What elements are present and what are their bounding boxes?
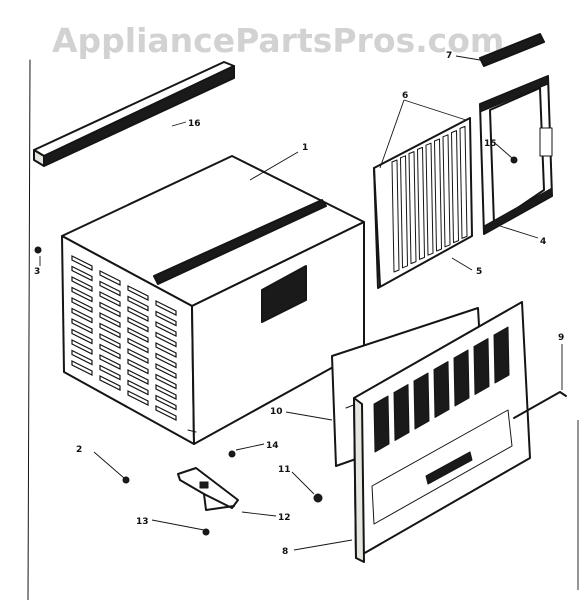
louver-slot — [155, 405, 177, 421]
screw-part-15 — [510, 156, 518, 164]
louver-slot — [127, 390, 149, 406]
callout-2: 2 — [76, 445, 82, 455]
louver-slot — [71, 286, 93, 303]
louver-slot — [127, 337, 149, 354]
filter-slat — [442, 134, 451, 248]
screw-part-13 — [202, 528, 210, 536]
louver-slot — [127, 348, 149, 364]
louver-slot — [99, 364, 121, 381]
louver-slot — [99, 333, 121, 349]
louver-slot — [99, 375, 121, 391]
louver-slot — [71, 255, 93, 271]
louver-slot — [155, 342, 177, 358]
louver-slot — [99, 301, 121, 318]
louver-slot — [155, 352, 177, 369]
callout-6: 6 — [402, 91, 408, 101]
callout-14: 14 — [266, 441, 279, 451]
callout-16: 16 — [188, 119, 201, 129]
callout-7: 7 — [446, 51, 452, 61]
louver-slot — [127, 295, 149, 312]
louver-slot — [155, 321, 177, 337]
louver-slot — [155, 394, 177, 411]
louver-slot — [71, 328, 93, 345]
louver-slot — [71, 276, 93, 292]
screw-part-2 — [122, 476, 130, 484]
filter-slat — [434, 138, 442, 252]
louver-slot — [71, 360, 93, 376]
callout-10: 10 — [270, 407, 283, 417]
louver-slot — [99, 343, 121, 360]
filter-slat — [408, 151, 417, 265]
louver-slot — [99, 291, 121, 307]
louver-slot — [99, 270, 121, 286]
louver-slot — [99, 322, 121, 339]
callout-8: 8 — [282, 547, 288, 557]
small-top-bar-part — [479, 33, 545, 67]
filter-slats — [391, 125, 468, 273]
filter-slat — [391, 159, 400, 273]
grille-vane — [493, 326, 510, 384]
watermark-text: AppliancePartsPros.com — [52, 21, 504, 60]
front-grille-vanes — [373, 326, 510, 453]
rear-frame-part — [479, 75, 553, 235]
louver-slot — [155, 363, 177, 379]
callout-13: 13 — [136, 517, 149, 527]
louver-slot — [127, 358, 149, 375]
filter-slat — [425, 142, 434, 256]
callout-15: 15 — [484, 139, 497, 149]
louver-slot — [155, 300, 177, 316]
cabinet-louvers — [71, 255, 177, 421]
louver-slot — [127, 327, 149, 343]
callout-4: 4 — [540, 237, 546, 247]
filter-slat — [400, 155, 408, 269]
callout-12: 12 — [278, 513, 291, 523]
louver-slot — [155, 331, 177, 348]
screw-part-3 — [34, 246, 42, 254]
louver-slot — [71, 339, 93, 355]
louver-slot — [127, 379, 149, 396]
leader-lines — [39, 55, 579, 590]
filter-slat — [459, 125, 468, 239]
grille-vane — [433, 361, 450, 418]
screw-part-11 — [313, 493, 323, 503]
louver-slot — [71, 307, 93, 324]
callout-5: 5 — [476, 267, 482, 277]
louver-slot — [155, 384, 177, 400]
callout-3: 3 — [34, 267, 40, 277]
louver-slot — [99, 280, 121, 297]
louver-slot — [71, 265, 93, 282]
filter-slat — [451, 130, 459, 244]
mounting-bracket-part — [177, 467, 239, 511]
filter-slat — [417, 146, 425, 260]
louver-slot — [127, 306, 149, 322]
grille-vane — [413, 372, 430, 430]
louver-slot — [155, 373, 177, 390]
left-edge-line — [27, 59, 31, 600]
grille-vane — [373, 395, 390, 453]
louver-slot — [71, 318, 93, 334]
screw-part-14 — [228, 450, 236, 458]
callout-11: 11 — [278, 465, 291, 475]
grille-vane — [473, 338, 490, 395]
louver-slot — [127, 369, 149, 385]
louver-slot — [155, 310, 177, 327]
grille-vane — [453, 349, 470, 407]
louver-slot — [99, 354, 121, 370]
louver-slot — [127, 316, 149, 333]
louver-slot — [127, 285, 149, 301]
top-rail-part — [33, 61, 235, 167]
callout-9: 9 — [558, 333, 564, 343]
grille-vane — [393, 384, 410, 441]
grille-handle-part — [513, 391, 567, 419]
louver-slot — [71, 297, 93, 313]
louver-slot — [71, 349, 93, 366]
callout-labels: 16 1 2 3 4 5 6 7 8 9 10 11 12 13 14 15 — [34, 51, 564, 557]
louver-slot — [99, 312, 121, 328]
callout-1: 1 — [302, 143, 308, 153]
